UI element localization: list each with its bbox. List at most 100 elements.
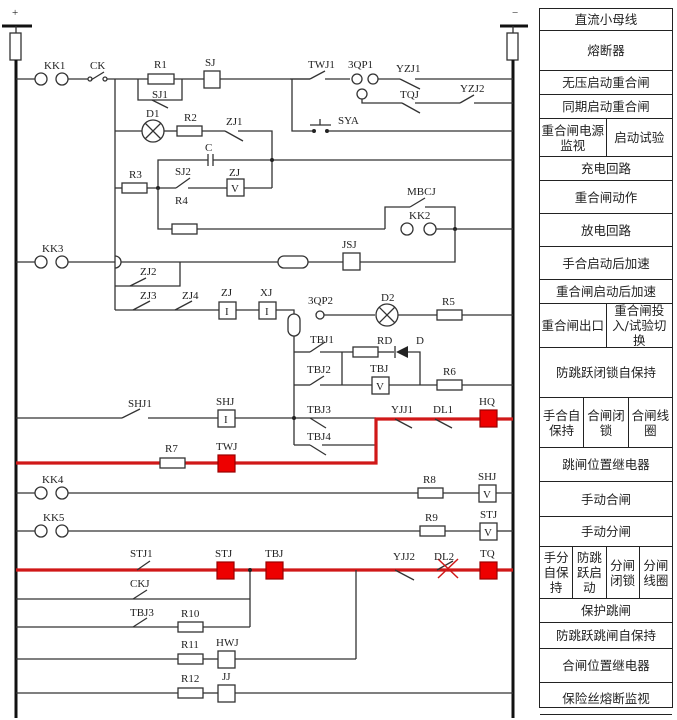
zj3-label: ZJ3: [140, 290, 157, 302]
legend-row: 保护跳闸: [540, 599, 672, 623]
yjj2-contact: [394, 569, 415, 581]
tbj4-label: TBJ4: [307, 431, 331, 443]
legend-row: 手合启动后加速: [540, 247, 672, 280]
shj1-label: SHJ1: [128, 398, 152, 410]
function-legend-table: 直流小母线熔断器无压启动重合闸同期启动重合闸重合闸电源监视启动试验充电回路重合闸…: [539, 8, 673, 715]
legend-cell: 保险丝熔断监视: [562, 691, 650, 706]
tbj2-contact: [309, 375, 325, 386]
tbj-relay: [265, 561, 284, 580]
legend-cell: 防跳跃闭锁自保持: [555, 365, 656, 380]
energized-close-path: [16, 417, 513, 465]
kk3-contact: [34, 255, 48, 269]
kk5-label: KK5: [43, 512, 65, 524]
3qp-switch: [277, 255, 309, 269]
legend-cell: 手分自保持: [540, 547, 574, 598]
svg-text:V: V: [484, 527, 492, 539]
sj2-label: SJ2: [175, 166, 191, 178]
stj-label-2: STJ: [480, 509, 498, 521]
r1-resistor: [147, 73, 175, 85]
legend-row: 放电回路: [540, 214, 672, 247]
legend-row: 重合闸启动后加速: [540, 280, 672, 304]
tbj1-contact: [309, 341, 326, 353]
hwj-relay: [217, 650, 236, 669]
legend-row: 跳闸位置继电器: [540, 448, 672, 482]
twj1-label: TWJ1: [308, 59, 335, 71]
r4-label: R4: [175, 195, 188, 207]
tqj-label: TQJ: [400, 89, 420, 101]
dl2-label: DL2: [434, 551, 454, 563]
r10-resistor: [177, 621, 204, 633]
kk5-contact: [34, 524, 48, 538]
3qp2-label: 3QP2: [308, 295, 333, 307]
yjj2-label: YJJ2: [393, 551, 415, 563]
svg-text:V: V: [376, 381, 384, 393]
jj-label: JJ: [222, 671, 231, 683]
legend-row: 手分自保持防跳跃启动分闸闭锁分闸线圈: [540, 547, 672, 599]
legend-cell: 放电回路: [580, 222, 631, 238]
legend-cell: 充电回路: [580, 161, 631, 176]
legend-row: 防跳跃跳闸自保持: [540, 623, 672, 649]
legend-row: 充电回路: [540, 157, 672, 181]
d2-label: D2: [381, 292, 394, 304]
r7-resistor: [159, 457, 186, 469]
xj-label: XJ: [260, 287, 273, 299]
r2-label: R2: [184, 112, 197, 124]
legend-row: 手合自保持合闸闭锁合闸线圈: [540, 398, 672, 448]
ckj-label: CKJ: [130, 578, 150, 590]
d-label: D: [416, 335, 424, 347]
r3-resistor: [121, 182, 148, 194]
zj2-contact: [129, 277, 147, 287]
legend-cell: 手合启动后加速: [562, 255, 650, 271]
tbj3-label: TBJ3: [307, 404, 331, 416]
r11-resistor: [177, 653, 204, 665]
tbj1-label: TBJ1: [310, 334, 334, 346]
kk4-label: KK4: [42, 474, 64, 486]
3qp1-switch: [351, 73, 363, 85]
yjj1-contact: [394, 418, 413, 429]
legend-cell: 重合闸出口: [540, 304, 607, 347]
circuit-diagram: + − KK1 CK R1 SJ SJ1 TWJ1 3QP1 YZJ1 TQJ …: [2, 7, 528, 718]
mbcj-contact: [409, 197, 426, 208]
svg-text:I: I: [224, 414, 228, 426]
sj1-label: SJ1: [152, 89, 168, 101]
kk1-contact: [34, 72, 48, 86]
shj-label: SHJ: [216, 396, 235, 408]
negative-label: −: [512, 7, 518, 19]
stj1-contact: [136, 560, 151, 571]
legend-cell: 合闸位置继电器: [562, 658, 650, 673]
hq-closing-coil: [479, 409, 498, 428]
tbj3b-contact: [132, 617, 148, 628]
legend-row: 防跳跃闭锁自保持: [540, 348, 672, 398]
d1-label: D1: [146, 108, 159, 120]
stj1-label: STJ1: [130, 548, 153, 560]
kk2-contact: [400, 222, 414, 236]
legend-row: 熔断器: [540, 31, 672, 71]
hq-label: HQ: [479, 396, 495, 408]
jsj-relay: [342, 252, 361, 271]
legend-cell: 分闸闭锁: [607, 547, 640, 598]
r12-resistor: [177, 687, 204, 699]
legend-row: 保险丝熔断监视: [540, 683, 672, 715]
legend-row: 重合闸电源监视启动试验: [540, 119, 672, 157]
r12-label: R12: [181, 673, 199, 685]
r7-label: R7: [165, 443, 178, 455]
legend-cell: 保护跳闸: [580, 603, 631, 618]
3qp1-label: 3QP1: [348, 59, 373, 71]
r9-resistor: [419, 525, 446, 537]
r4-resistor: [171, 223, 198, 235]
kk2-label: KK2: [409, 210, 430, 222]
rd-resistor: [352, 346, 379, 358]
zj1-contact: [224, 130, 244, 142]
legend-cell: 重合闸动作: [574, 189, 638, 205]
legend-cell: 熔断器: [587, 43, 625, 58]
zj-label-2: ZJ: [221, 287, 233, 299]
r6-resistor: [436, 379, 463, 391]
r3-label: R3: [129, 169, 142, 181]
legend-cell: 启动试验: [614, 130, 665, 145]
sj1-contact: [151, 99, 169, 109]
legend-row: 重合闸出口重合闸投入/试验切换: [540, 303, 672, 348]
r6-label: R6: [443, 366, 456, 378]
legend-cell: 跳闸位置继电器: [562, 457, 650, 472]
tbj-label: TBJ: [370, 363, 389, 375]
legend-row: 同期启动重合闸: [540, 95, 672, 119]
